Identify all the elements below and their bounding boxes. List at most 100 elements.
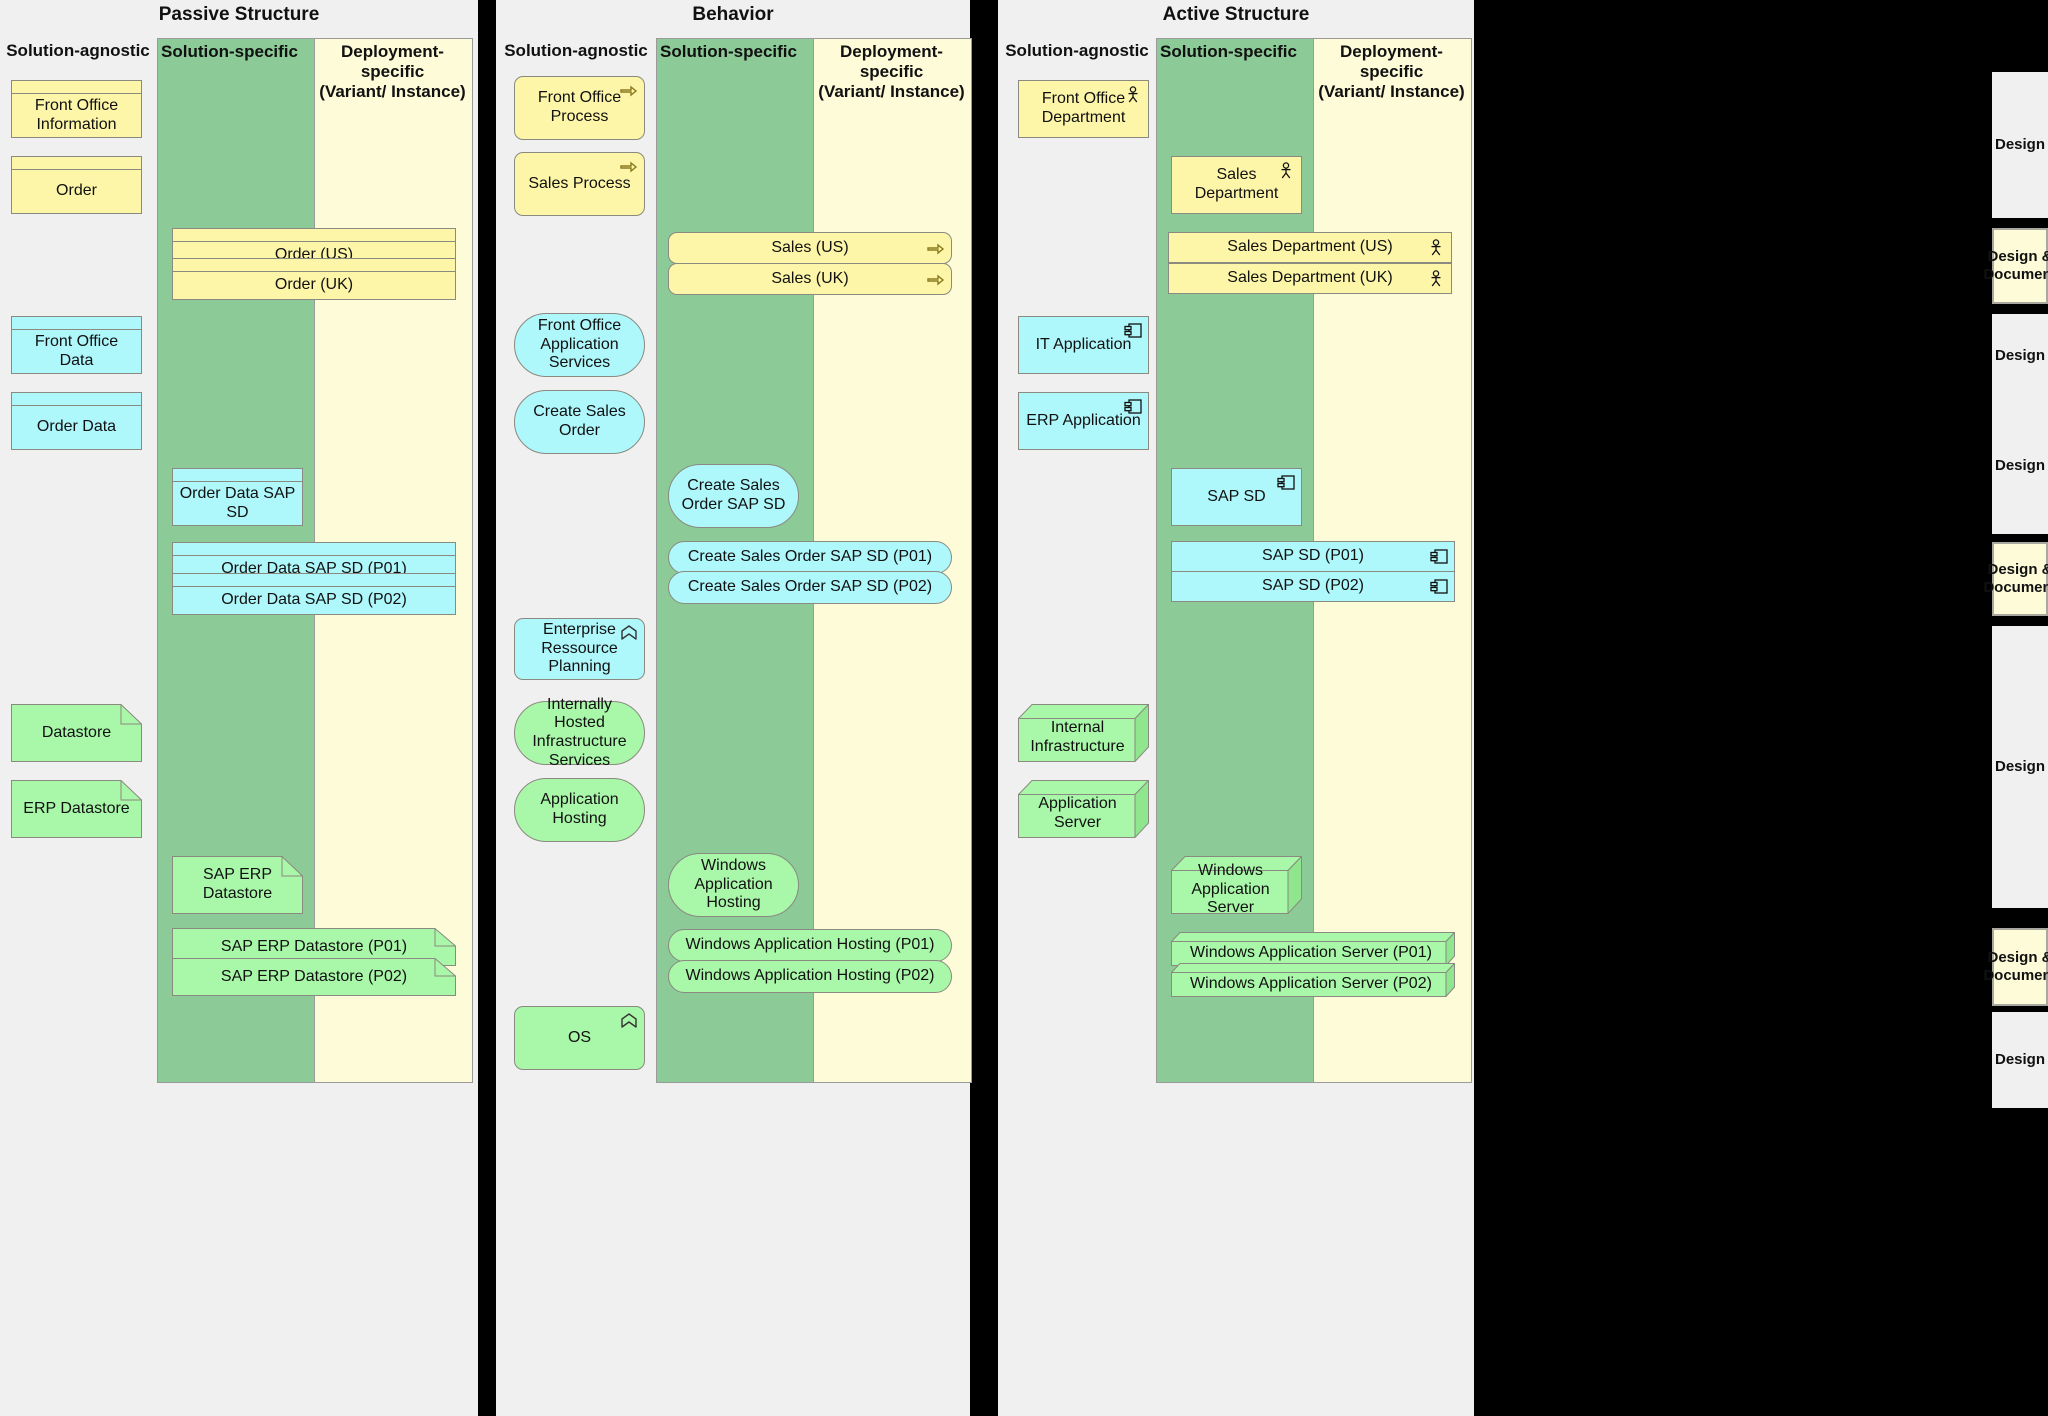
node-order[interactable]: Order — [11, 156, 142, 214]
node-label: Internal Infrastructure — [1030, 719, 1125, 755]
node-create-sales-order-sap-sd-p02[interactable]: Create Sales Order SAP SD (P02) — [668, 571, 952, 604]
node-front-office-data[interactable]: Front Office Data — [11, 316, 142, 374]
node-label: Order Data SAP SD (P01) — [221, 560, 407, 578]
node-sap-erp-datastore-p02[interactable]: SAP ERP Datastore (P02) — [172, 958, 456, 996]
node-label: Order — [56, 182, 97, 200]
rail-label: Design & Document — [1983, 248, 2048, 283]
band-label-deployment-specific: Deployment-specific (Variant/ Instance) — [1318, 42, 1465, 101]
node-sap-sd[interactable]: SAP SD — [1171, 468, 1302, 526]
artifact-shape-icon — [172, 958, 456, 996]
node-label: Front Office Application Services — [537, 317, 622, 372]
panel-active-structure: Active Structure Solution-agnostic Solut… — [998, 0, 1474, 1416]
rail-segment-design-document-3[interactable]: Design & Document — [1983, 928, 2048, 1006]
rail-segment-design-5[interactable]: Design — [1992, 1012, 2048, 1108]
node-sales-process[interactable]: Sales Process — [514, 152, 645, 216]
node-it-application[interactable]: IT Application — [1018, 316, 1149, 374]
node-order-data-sap-sd-p02[interactable]: Order Data SAP SD (P02) — [172, 573, 456, 615]
node-create-sales-order[interactable]: Create Sales Order — [514, 390, 645, 454]
object-header-stripe — [173, 469, 302, 482]
node-label: SAP ERP Datastore (P01) — [220, 937, 408, 955]
node-create-sales-order-sap-sd[interactable]: Create Sales Order SAP SD — [668, 464, 799, 528]
node-label: Internally Hosted Infrastructure Service… — [532, 695, 627, 769]
node-order-uk[interactable]: Order (UK) — [172, 258, 456, 300]
panel-passive-structure: Passive Structure Solution-agnostic Solu… — [0, 0, 478, 1416]
node-label: SAP SD (P01) — [1262, 547, 1364, 565]
node-sales-department-uk[interactable]: Sales Department (UK) — [1168, 263, 1452, 294]
node-windows-application-server[interactable]: Windows Application Server — [1171, 856, 1302, 916]
rail-segment-design-2[interactable]: Design — [1992, 314, 2048, 398]
node-sap-sd-p02[interactable]: SAP SD (P02) — [1171, 571, 1455, 602]
node-datastore[interactable]: Datastore — [11, 704, 142, 762]
node-3d-shape-icon — [1171, 856, 1302, 914]
lifecycle-rail: Design Design & Document Design Design D… — [1983, 0, 2048, 1416]
node-front-office-process[interactable]: Front Office Process — [514, 76, 645, 140]
node-sales-department-us[interactable]: Sales Department (US) — [1168, 232, 1452, 263]
node-sales-department[interactable]: Sales Department — [1171, 156, 1302, 214]
node-3d-shape-icon — [1018, 704, 1149, 762]
object-header-stripe — [12, 317, 141, 330]
node-internal-infrastructure[interactable]: Internal Infrastructure — [1018, 704, 1149, 762]
node-windows-application-server-p02[interactable]: Windows Application Server (P02) — [1171, 963, 1455, 997]
node-label: Windows Application Hosting (P02) — [685, 967, 935, 985]
node-3d-shape-icon — [1018, 780, 1149, 838]
panel-title: Active Structure — [1162, 4, 1310, 25]
node-sales-us[interactable]: Sales (US) — [668, 232, 952, 264]
node-label: SAP SD (P02) — [1262, 577, 1364, 595]
object-header-stripe — [173, 229, 455, 242]
rail-label: Design & Document — [1983, 561, 2048, 596]
rail-segment-design-document-2[interactable]: Design & Document — [1983, 542, 2048, 616]
node-label: SAP ERP Datastore (P02) — [220, 967, 408, 985]
rail-segment-design-1[interactable]: Design — [1992, 72, 2048, 218]
node-label: Datastore — [41, 723, 112, 741]
node-windows-application-hosting-p01[interactable]: Windows Application Hosting (P01) — [668, 929, 952, 962]
object-header-stripe — [173, 543, 455, 556]
node-label: Order Data SAP SD (P02) — [221, 591, 407, 609]
rail-label: Design — [1994, 457, 2045, 474]
node-windows-application-hosting[interactable]: Windows Application Hosting — [668, 853, 799, 917]
panel-title: Behavior — [692, 4, 774, 25]
node-order-data[interactable]: Order Data — [11, 392, 142, 450]
artifact-shape-icon — [172, 856, 303, 914]
node-erp-application[interactable]: ERP Application — [1018, 392, 1149, 450]
function-chevron-icon — [619, 1011, 639, 1031]
node-erp-datastore[interactable]: ERP Datastore — [11, 780, 142, 838]
node-front-office-application-services[interactable]: Front Office Application Services — [514, 313, 645, 377]
artifact-shape-icon — [11, 780, 142, 838]
column-header-solution-agnostic: Solution-agnostic — [6, 41, 150, 60]
node-sap-sd-p01[interactable]: SAP SD (P01) — [1171, 541, 1455, 572]
node-sap-erp-datastore[interactable]: SAP ERP Datastore — [172, 856, 303, 914]
band-label-solution-specific: Solution-specific — [1160, 42, 1297, 61]
node-windows-application-hosting-p02[interactable]: Windows Application Hosting (P02) — [668, 960, 952, 993]
node-front-office-department[interactable]: Front Office Department — [1018, 80, 1149, 138]
node-windows-application-server-p01[interactable]: Windows Application Server (P01) — [1171, 932, 1455, 966]
rail-segment-design-document-1[interactable]: Design & Document — [1983, 228, 2048, 304]
node-label: Sales (UK) — [771, 269, 849, 287]
process-arrow-icon — [926, 270, 946, 290]
node-label: Windows Application Hosting (P01) — [685, 936, 935, 954]
rail-segment-design-3[interactable]: Design — [1992, 398, 2048, 534]
node-create-sales-order-sap-sd-p01[interactable]: Create Sales Order SAP SD (P01) — [668, 541, 952, 574]
node-order-data-sap-sd[interactable]: Order Data SAP SD — [172, 468, 303, 526]
band-label-deployment-specific: Deployment-specific (Variant/ Instance) — [818, 42, 965, 101]
object-header-stripe — [173, 574, 455, 587]
node-application-server[interactable]: Application Server — [1018, 780, 1149, 838]
artifact-shape-icon — [11, 704, 142, 762]
node-application-hosting[interactable]: Application Hosting — [514, 778, 645, 842]
node-sap-erp-datastore-p01[interactable]: SAP ERP Datastore (P01) — [172, 928, 456, 966]
node-sales-uk[interactable]: Sales (UK) — [668, 263, 952, 295]
node-front-office-information[interactable]: Front Office Information — [11, 80, 142, 138]
node-label: Front Office Information — [34, 96, 119, 133]
rail-segment-design-4[interactable]: Design — [1992, 626, 2048, 908]
rail-label: Design — [1994, 1051, 2045, 1068]
node-label: Order Data — [36, 418, 117, 436]
node-3d-shape-icon — [1171, 963, 1455, 997]
node-label: Windows Application Server — [1191, 862, 1270, 917]
actor-icon — [1426, 269, 1446, 289]
node-label: Windows Application Server (P02) — [1190, 974, 1432, 992]
node-os[interactable]: OS — [514, 1006, 645, 1070]
component-icon — [1429, 547, 1449, 567]
node-label: SAP SD — [1207, 487, 1266, 505]
node-enterprise-ressource-planning[interactable]: Enterprise Ressource Planning — [514, 618, 645, 680]
node-label: Windows Application Hosting — [694, 857, 773, 912]
node-internally-hosted-infrastructure-services[interactable]: Internally Hosted Infrastructure Service… — [514, 696, 645, 769]
